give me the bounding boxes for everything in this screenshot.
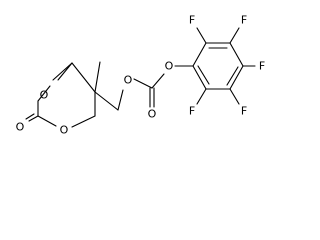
side-chain: [94, 61, 124, 111]
chemical-structure-diagram: O O O O O O F F F F F: [16, 14, 266, 137]
atom-f-top-right: F: [241, 14, 247, 27]
pentafluorophenyl-ring: [192, 27, 256, 105]
bond-ring-c2-carbonyl-double: [25, 113, 35, 120]
atom-o-carbonyl-carbonate: O: [148, 108, 157, 121]
bond-c-f-bottom-right: [229, 88, 240, 105]
bond-aryl-inner-4-5: [226, 66, 239, 86]
bond-ring-c-o-top-segment: [57, 62, 73, 81]
atom-labels: O O O O O O F F F F F: [16, 14, 266, 137]
bond-methyl: [94, 61, 101, 93]
atom-f-bottom-right: F: [241, 105, 247, 118]
bond-aryl-inner-6-1: [197, 65, 210, 85]
bond-c-f-top-left: [196, 27, 207, 44]
bond-c-f-bottom-left: [196, 88, 207, 105]
atom-o-ring-bottom: O: [60, 124, 69, 137]
bond-aryl-1-2: [192, 42, 207, 67]
atom-o-ester-aryl: O: [165, 60, 174, 73]
bond-ring-o-bottom-c: [71, 115, 96, 128]
atom-o-ring-top: O: [40, 89, 49, 102]
atom-o-carbonyl-ring: O: [16, 121, 25, 134]
bond-aryl-4-5: [229, 65, 244, 90]
atom-f-right: F: [259, 60, 265, 73]
atom-f-top-left: F: [189, 14, 195, 27]
bond-carbonyl-c-o: [151, 73, 165, 89]
bond-ring-c2-o-left-stub: [28, 115, 39, 122]
bond-ring-c-o-top: [52, 62, 73, 81]
bond-aryl-6-1: [192, 65, 207, 90]
atom-f-bottom-left: F: [189, 105, 195, 118]
bond-c-f-top-right: [229, 27, 240, 44]
bond-ch2: [94, 91, 119, 111]
bond-aryl-3-4: [229, 42, 244, 67]
bond-o-carbonyl-c: [133, 78, 153, 89]
bond-ring-c2-o-bottom: [37, 115, 57, 127]
dioxanone-ring: [25, 62, 96, 128]
bond-ch2-o: [117, 89, 124, 111]
bond-ring-quaternary-top: [71, 62, 96, 93]
atom-o-ester-chain: O: [124, 74, 133, 87]
carbonate-group: [133, 65, 194, 108]
bond-ring-left-upper: [37, 85, 51, 102]
